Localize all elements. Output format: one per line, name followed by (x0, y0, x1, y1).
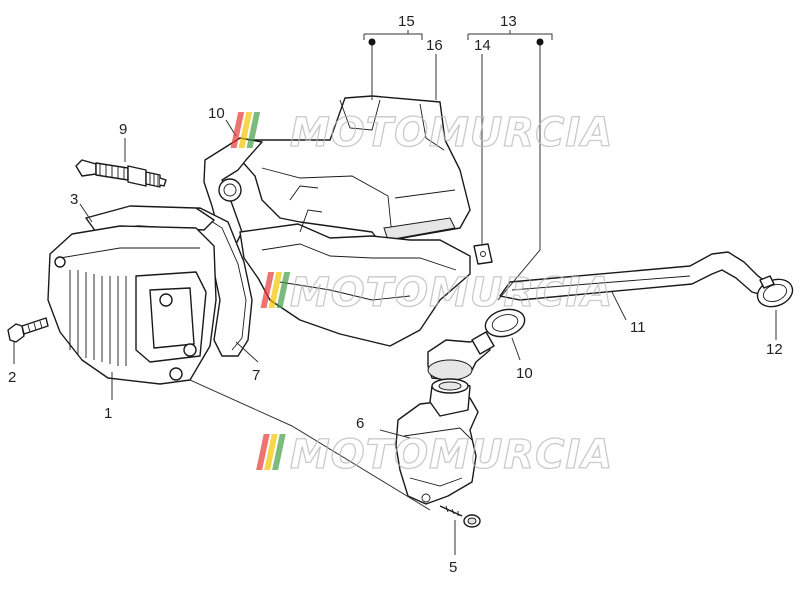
leader-lines (13, 30, 777, 555)
valve-cover (47, 225, 217, 385)
watermark-text: MOTOMURCIA (290, 432, 613, 478)
watermark-top: MOTOMURCIA (230, 109, 613, 157)
watermark-bar-green (276, 272, 291, 308)
callout-9: 9 (119, 121, 127, 138)
leader-dot-13 (536, 38, 544, 46)
cylinder-cover-shroud (231, 95, 471, 243)
callout-5: 5 (449, 559, 457, 576)
watermark-bar-yellow (264, 434, 278, 470)
callout-12: 12 (766, 341, 783, 358)
callout-13: 13 (500, 13, 517, 30)
watermark-bar-green (246, 112, 261, 148)
callout-3: 3 (70, 191, 78, 208)
watermark-text: MOTOMURCIA (290, 270, 613, 316)
clip-part (473, 243, 493, 265)
callout-2: 2 (8, 369, 16, 386)
watermark-bar-yellow (268, 272, 283, 308)
watermark-bar-red (260, 272, 275, 308)
callout-14: 14 (474, 37, 491, 54)
callout-7: 7 (252, 367, 260, 384)
watermark-bar-red (230, 112, 245, 148)
breather-valve-housing (395, 378, 479, 505)
callout-6: 6 (356, 415, 364, 432)
screw-part (439, 505, 481, 528)
watermark-text: MOTOMURCIA (290, 110, 613, 156)
watermark-bar-yellow (238, 112, 253, 148)
valve-hose-clamp (484, 308, 526, 338)
callout-1: 1 (104, 405, 112, 422)
watermark-bar-red (256, 434, 270, 470)
bolt-part (7, 317, 49, 343)
breather-cap (427, 331, 495, 381)
watermark-bottom: MOTOMURCIA (256, 431, 613, 479)
callout-10-upper: 10 (208, 105, 225, 122)
spark-plug (75, 159, 167, 188)
watermark-bar-green (272, 434, 286, 470)
callout-15: 15 (398, 13, 415, 30)
leader-dot-15 (368, 38, 376, 46)
watermark-middle: MOTOMURCIA (260, 269, 613, 317)
callout-16: 16 (426, 37, 443, 54)
callout-10-lower: 10 (516, 365, 533, 382)
callout-11: 11 (630, 319, 646, 336)
hose-clamp (756, 275, 794, 308)
